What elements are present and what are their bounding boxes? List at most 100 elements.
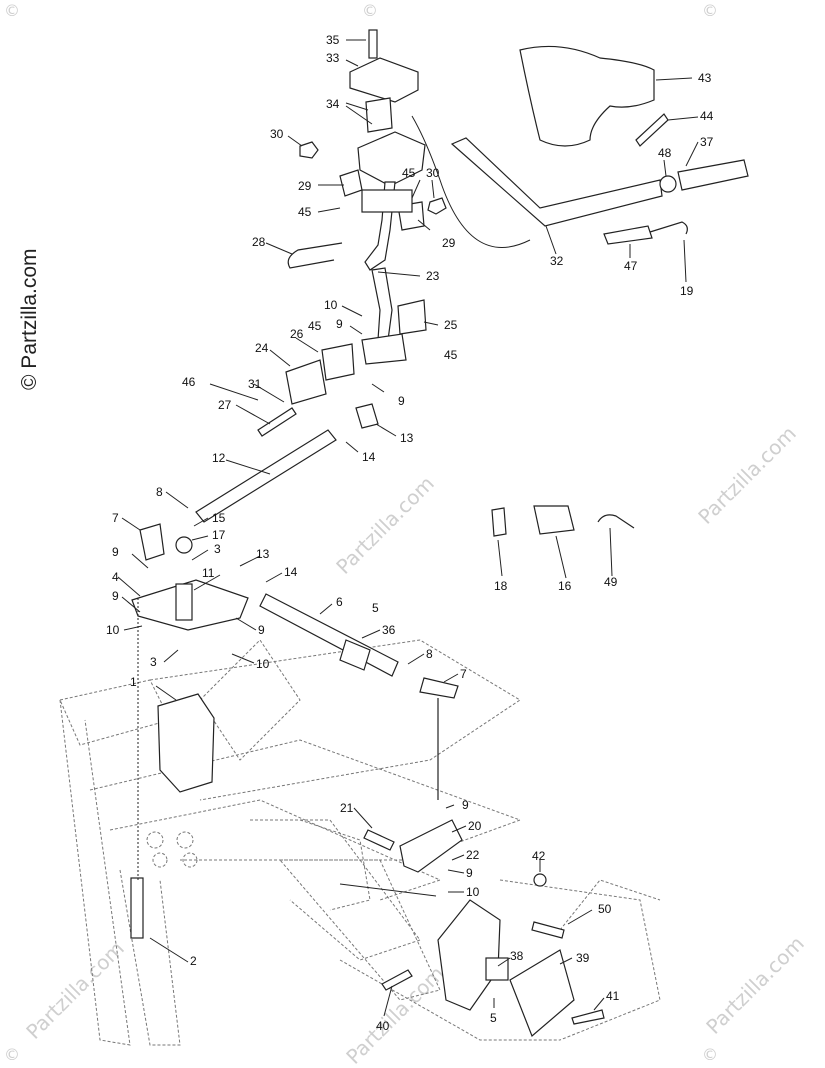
coupler-36 (339, 639, 371, 671)
callout-20: 20 (468, 819, 482, 833)
callout-45: 45 (308, 319, 322, 333)
callout-44: 44 (700, 109, 714, 123)
callout-15: 15 (212, 511, 226, 525)
callout-45: 45 (444, 348, 458, 362)
bolt-21 (363, 829, 395, 851)
bushing-29a (339, 169, 363, 197)
callout-29: 29 (298, 179, 312, 193)
callout-9: 9 (466, 866, 473, 880)
clamp-34 (365, 97, 393, 133)
u-bolt-28 (287, 242, 343, 269)
shift-tube-32 (450, 137, 663, 227)
watermark-corner-mark: © (702, 1045, 718, 1064)
clamp-block (361, 189, 413, 213)
callout-50: 50 (598, 902, 612, 916)
callout-9: 9 (336, 317, 343, 331)
callout-42: 42 (532, 849, 546, 863)
clip-19 (649, 221, 688, 235)
shift-rod-12 (195, 429, 337, 523)
callout-9: 9 (112, 589, 119, 603)
callout-33: 33 (326, 51, 340, 65)
bracket-24 (285, 359, 327, 405)
callout-30: 30 (270, 127, 284, 141)
callout-24: 24 (255, 341, 269, 355)
callout-3: 3 (214, 542, 221, 556)
shifter-assembly (130, 29, 749, 1038)
shift-lever-lower (371, 267, 393, 341)
ring-48 (659, 175, 677, 193)
grip-37 (677, 159, 749, 191)
bolt-2 (130, 877, 144, 939)
callout-27: 27 (218, 398, 232, 412)
callout-10: 10 (256, 657, 270, 671)
callout-5: 5 (490, 1011, 497, 1025)
callout-10: 10 (466, 885, 480, 899)
washer-42 (533, 873, 547, 887)
shift-boot-38 (437, 899, 501, 1011)
callout-14: 14 (284, 565, 298, 579)
callout-36: 36 (382, 623, 396, 637)
bushing-26 (321, 343, 355, 381)
callout-labels: 35 33 34 30 29 45 45 30 29 28 23 43 44 3… (106, 33, 714, 1033)
nut-30b (427, 197, 447, 215)
callout-47: 47 (624, 259, 638, 273)
mount-block-1 (157, 693, 215, 793)
watermark-corner-mark: © (362, 1, 378, 20)
watermark-corner-mark: © (702, 1, 718, 20)
lever-foot (361, 333, 407, 365)
watermark-corner-mark: © (4, 1045, 20, 1064)
bolt-35 (368, 29, 378, 59)
callout-45: 45 (402, 166, 416, 180)
callout-26: 26 (290, 327, 304, 341)
callout-9: 9 (398, 394, 405, 408)
callout-1: 1 (130, 675, 137, 689)
bushing-17 (175, 536, 193, 554)
callout-45: 45 (298, 205, 312, 219)
cap-plate-33 (349, 57, 419, 103)
bolt-27 (257, 407, 297, 437)
callout-21: 21 (340, 801, 354, 815)
callout-7: 7 (460, 667, 467, 681)
rod-end-13a (355, 403, 379, 429)
watermark-tile: Partzilla.com (701, 931, 808, 1038)
callout-30: 30 (426, 166, 440, 180)
callout-9: 9 (462, 798, 469, 812)
spring-47 (603, 225, 653, 245)
callout-6: 6 (336, 595, 343, 609)
callout-10: 10 (324, 298, 338, 312)
callout-13: 13 (256, 547, 270, 561)
pin-50 (531, 921, 565, 939)
callout-41: 41 (606, 989, 620, 1003)
callout-29: 29 (442, 236, 456, 250)
callout-17: 17 (212, 528, 226, 542)
spring-44 (635, 113, 669, 147)
callout-10: 10 (106, 623, 120, 637)
callout-25: 25 (444, 318, 458, 332)
rod-end-7a (139, 523, 165, 561)
callout-5: 5 (372, 601, 379, 615)
callout-11: 11 (202, 566, 215, 580)
callout-12: 12 (212, 451, 226, 465)
callout-7: 7 (112, 511, 119, 525)
callout-28: 28 (252, 235, 266, 249)
shift-boot-43 (519, 45, 655, 147)
pin-40 (381, 969, 413, 991)
callout-9: 9 (112, 545, 119, 559)
connector-16 (533, 505, 575, 535)
callout-43: 43 (698, 71, 712, 85)
shift-arm-20 (399, 819, 463, 873)
callout-9: 9 (258, 623, 265, 637)
cover-plate-39 (509, 949, 575, 1038)
callout-2: 2 (190, 954, 197, 968)
callout-3: 3 (150, 655, 157, 669)
callout-14: 14 (362, 450, 376, 464)
callout-8: 8 (426, 647, 433, 661)
watermark-tile: Partzilla.com (693, 421, 800, 528)
bracket-25 (397, 299, 427, 335)
callout-4: 4 (112, 570, 119, 584)
terminal-18 (491, 507, 507, 537)
callout-31: 31 (248, 377, 262, 391)
callout-37: 37 (700, 135, 714, 149)
callout-39: 39 (576, 951, 590, 965)
